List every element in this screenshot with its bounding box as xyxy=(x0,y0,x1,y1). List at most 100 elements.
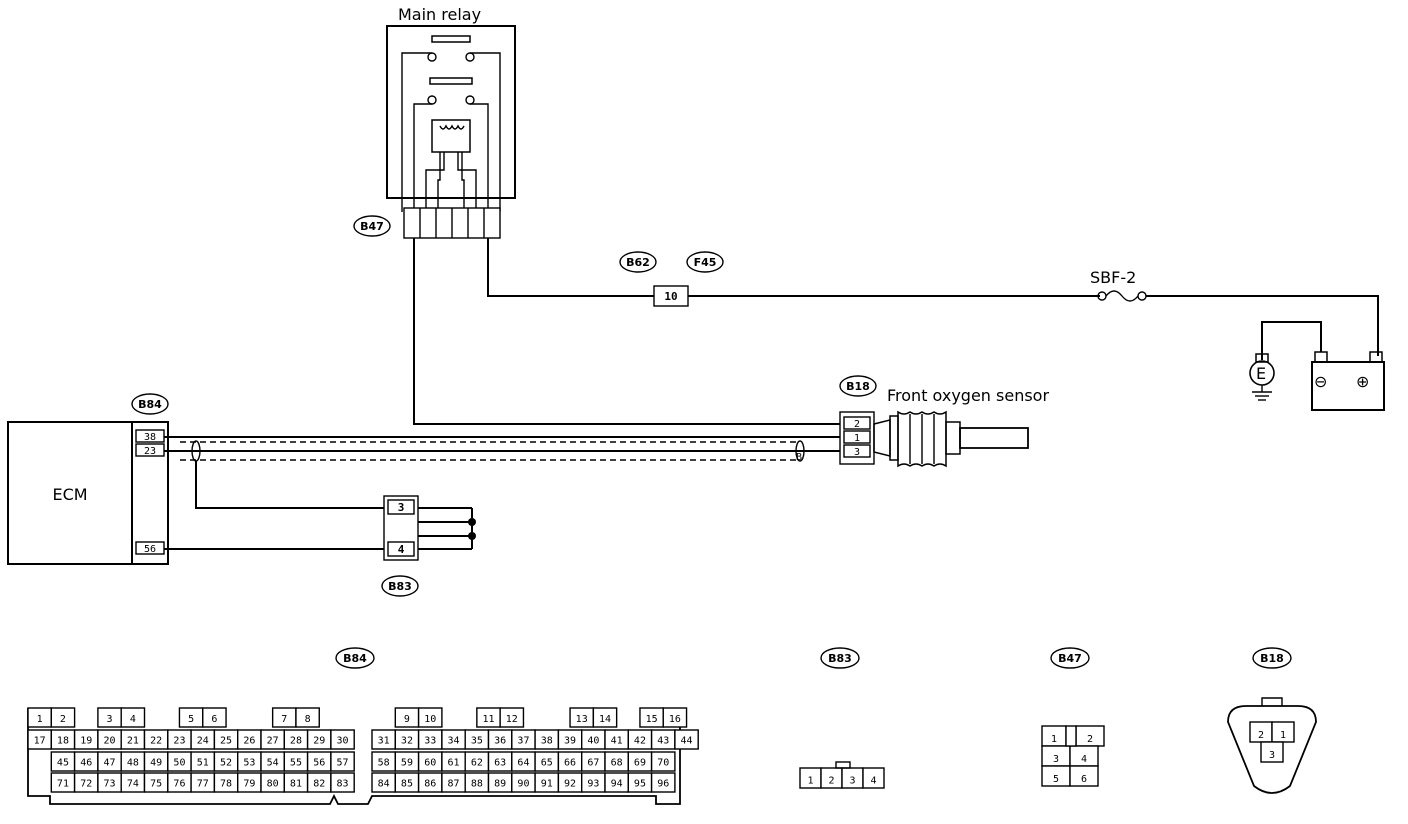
svg-text:1: 1 xyxy=(854,433,860,444)
pin-number: 81 xyxy=(290,779,302,790)
pin-cell xyxy=(1260,741,1284,763)
pin-number: 27 xyxy=(267,736,279,747)
pin-cell xyxy=(650,772,676,793)
svg-text:B47: B47 xyxy=(360,220,384,233)
pin-number: 4 xyxy=(870,775,876,786)
pin-number: 46 xyxy=(80,758,92,769)
pin-number: 73 xyxy=(104,779,116,790)
pin-number: 4 xyxy=(130,714,136,725)
pin-number: 56 xyxy=(313,758,325,769)
pin-number: 49 xyxy=(150,758,162,769)
pin-number: 42 xyxy=(634,736,646,747)
pin-number: 37 xyxy=(517,736,529,747)
pin-number: 60 xyxy=(424,758,436,769)
svg-text:B62: B62 xyxy=(626,256,650,269)
pin-number: 2 xyxy=(60,714,66,725)
sbf-label: SBF-2 xyxy=(1090,268,1136,287)
svg-text:38: 38 xyxy=(144,432,156,443)
pin-number: 84 xyxy=(378,779,390,790)
pin-number: 54 xyxy=(267,758,279,769)
b83-pin-grid: 1 2 3 4 xyxy=(799,761,885,789)
pin-number: 3 xyxy=(849,775,855,786)
pin-number: 6 xyxy=(1081,774,1087,785)
svg-text:4: 4 xyxy=(398,543,405,556)
pin-number: 47 xyxy=(104,758,116,769)
pin-number: 1 xyxy=(1280,730,1286,741)
pin-number: 87 xyxy=(448,779,460,790)
pin-number: 48 xyxy=(127,758,139,769)
sensor-wiring: B xyxy=(164,238,840,550)
pin-number: 32 xyxy=(401,736,413,747)
pin-number: 52 xyxy=(220,758,232,769)
pin-number: 86 xyxy=(424,779,436,790)
pin-number: 64 xyxy=(517,758,529,769)
pin-number: 23 xyxy=(173,736,185,747)
pin-number: 93 xyxy=(587,779,599,790)
pin-number: 62 xyxy=(471,758,483,769)
b83-tag xyxy=(381,575,419,597)
pin-number: 29 xyxy=(313,736,325,747)
pin-number: 22 xyxy=(150,736,162,747)
b83-joint: 3 4 B83 xyxy=(381,495,476,597)
pin-cell xyxy=(202,707,227,728)
pin-number: 45 xyxy=(57,758,69,769)
pin-number: 38 xyxy=(541,736,553,747)
pin-number: 71 xyxy=(57,779,69,790)
front-oxygen-sensor: 2 1 3 B18 Front oxygen sensor xyxy=(839,375,1049,468)
pin-number: 66 xyxy=(564,758,576,769)
pin-number: 11 xyxy=(482,714,494,725)
pin-number: 58 xyxy=(378,758,390,769)
pin-number: 67 xyxy=(587,758,599,769)
fuse-icon xyxy=(1105,290,1139,302)
pin-number: 44 xyxy=(681,736,693,747)
pin-cell xyxy=(650,751,676,772)
pin-number: 1 xyxy=(807,775,813,786)
pin-number: 96 xyxy=(657,779,669,790)
pin-number: 4 xyxy=(1081,754,1087,765)
svg-text:23: 23 xyxy=(144,446,156,457)
svg-text:3: 3 xyxy=(854,447,860,458)
b18-tag xyxy=(839,375,877,397)
pin-number: 28 xyxy=(290,736,302,747)
pin-number: 35 xyxy=(471,736,483,747)
pin-number: 3 xyxy=(1269,750,1275,761)
b84-tag xyxy=(131,393,169,415)
svg-text:B18: B18 xyxy=(846,380,870,393)
svg-text:⊕: ⊕ xyxy=(1356,372,1369,391)
pin-number: 57 xyxy=(337,758,349,769)
pin-number: 41 xyxy=(611,736,623,747)
pin-number: 75 xyxy=(150,779,162,790)
pin-number: 3 xyxy=(107,714,113,725)
pin-cell xyxy=(674,729,699,750)
pin-number: 1 xyxy=(37,714,43,725)
pin-number: 6 xyxy=(211,714,217,725)
pin-number: 50 xyxy=(173,758,185,769)
pin-number: 2 xyxy=(828,775,834,786)
svg-text:F45: F45 xyxy=(694,256,717,269)
pin-number: 43 xyxy=(657,736,669,747)
svg-text:2: 2 xyxy=(854,419,860,430)
pin-cell xyxy=(662,707,688,728)
pin-number: 70 xyxy=(657,758,669,769)
b84-housing xyxy=(27,708,681,805)
pin-number: 79 xyxy=(243,779,255,790)
b84-connector xyxy=(131,421,169,565)
pin-cell xyxy=(862,767,885,789)
pin-number: 10 xyxy=(424,714,436,725)
pin-number: 59 xyxy=(401,758,413,769)
pin-cell xyxy=(330,772,355,793)
main-relay-label: Main relay xyxy=(398,5,481,24)
pin-number: 89 xyxy=(494,779,506,790)
main-relay: Main relay B47 xyxy=(353,5,516,239)
pin-number: 61 xyxy=(448,758,460,769)
pin-number: 3 xyxy=(1053,754,1059,765)
pin-number: 20 xyxy=(104,736,116,747)
pin-cell xyxy=(417,707,443,728)
pin-number: 16 xyxy=(669,714,681,725)
pin-cell xyxy=(592,707,618,728)
